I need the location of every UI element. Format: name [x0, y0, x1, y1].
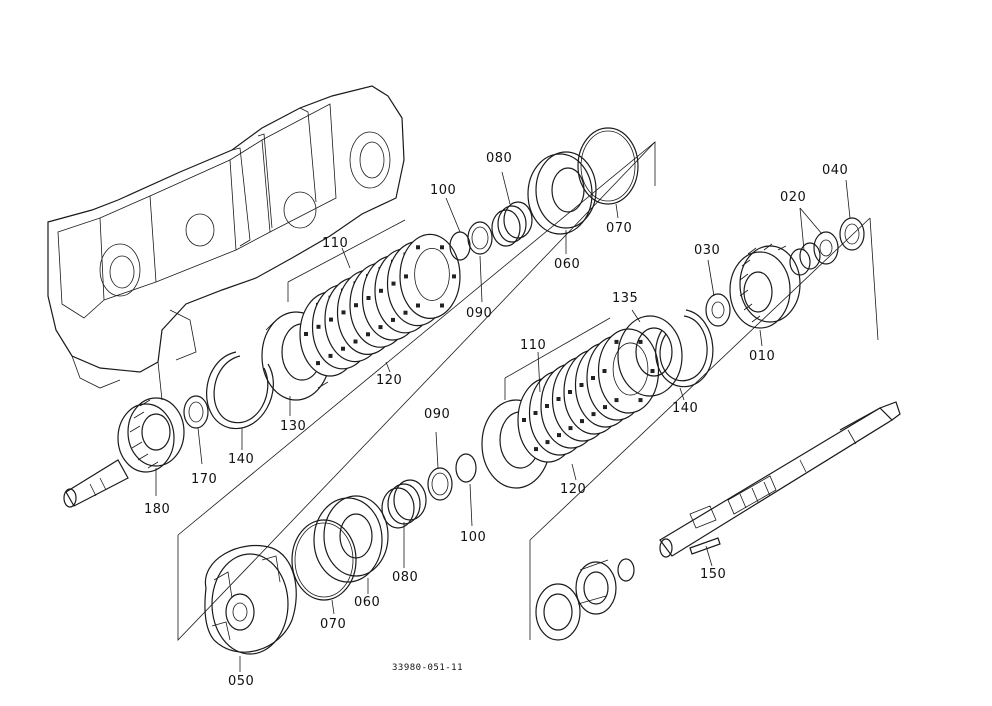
- clutch-disc-tooth: [614, 339, 619, 344]
- callout-110-lower: 110: [520, 338, 547, 353]
- callout-030: 030: [694, 243, 721, 258]
- snap-ring-140-right: [655, 309, 714, 388]
- key-pin-150: [689, 537, 721, 567]
- clutch-disc-tooth: [545, 404, 549, 408]
- callout-010: 010: [749, 349, 776, 364]
- callout-070-lower: 070: [320, 617, 347, 632]
- clutch-disc: [399, 233, 461, 319]
- clutch-disc-tooth: [591, 376, 595, 380]
- clutch-disc-tooth: [316, 324, 321, 329]
- callout-090-lower: 090: [424, 407, 451, 422]
- callout-120-upper: 120: [376, 373, 403, 388]
- lower-piston-chain: [204, 453, 477, 655]
- callout-180: 180: [144, 502, 171, 517]
- group-frame-lower: [504, 217, 879, 640]
- callout-020: 020: [780, 190, 807, 205]
- clutch-disc-tooth: [580, 419, 584, 424]
- drawing-code: 33980-051-11: [392, 663, 464, 673]
- clutch-disc-tooth: [534, 447, 538, 452]
- clutch-disc-tooth: [403, 310, 408, 315]
- callout-080-lower: 080: [392, 570, 419, 585]
- clutch-disc: [597, 328, 660, 414]
- callout-140-right: 140: [672, 401, 699, 416]
- callout-170: 170: [191, 472, 218, 487]
- clutch-disc-bore: [414, 247, 450, 301]
- clutch-disc-tooth: [440, 303, 444, 308]
- leader-lines: [155, 171, 851, 672]
- clutch-disc-tooth: [614, 398, 619, 403]
- transmission-housing: [47, 85, 405, 401]
- clutch-disc-tooth: [416, 303, 420, 308]
- washer-030: [705, 293, 731, 327]
- output-shaft-180: [63, 395, 209, 508]
- clutch-disc-tooth: [304, 332, 308, 336]
- clutch-disc-tooth: [416, 245, 420, 250]
- clutch-disc-tooth: [366, 296, 371, 300]
- clutch-disc-tooth: [533, 411, 538, 415]
- callout-090-upper: 090: [466, 306, 493, 321]
- callout-050: 050: [228, 674, 255, 689]
- clutch-disc-tooth: [440, 245, 444, 250]
- callout-100-upper: 100: [430, 183, 457, 198]
- clutch-disc-tooth: [568, 426, 573, 431]
- callout-120-lower: 120: [560, 482, 587, 497]
- washer-040: [839, 217, 865, 251]
- clutch-disc-tooth: [341, 310, 346, 315]
- clutch-disc-tooth: [579, 383, 584, 387]
- clutch-disc-tooth: [329, 317, 333, 322]
- clutch-disc-tooth: [556, 397, 561, 401]
- upper-piston-chain: [449, 127, 639, 261]
- shaft-bearings: [535, 558, 635, 641]
- clutch-disc-tooth: [568, 390, 572, 394]
- clutch-disc-tooth: [638, 339, 643, 344]
- clutch-disc-tooth: [591, 412, 596, 417]
- clutch-disc-tooth: [378, 325, 383, 330]
- clutch-pack-lower: [481, 328, 660, 489]
- bearings-020: [789, 231, 839, 276]
- clutch-disc-tooth: [545, 440, 550, 445]
- callout-060-upper: 060: [554, 257, 581, 272]
- clutch-disc-tooth: [404, 274, 408, 279]
- clutch-disc-tooth: [603, 405, 607, 410]
- clutch-disc-tooth: [557, 433, 561, 438]
- callout-060-lower: 060: [354, 595, 381, 610]
- main-shaft: [659, 401, 901, 558]
- clutch-disc-tooth: [354, 303, 358, 308]
- callout-040: 040: [822, 163, 849, 178]
- clutch-disc-tooth: [602, 369, 607, 373]
- clutch-disc-tooth: [353, 339, 358, 344]
- gear-010: [729, 243, 801, 329]
- clutch-disc-tooth: [650, 369, 655, 373]
- clutch-disc-tooth: [638, 398, 643, 403]
- snap-ring-140-left: [206, 351, 274, 430]
- clutch-disc-tooth: [316, 361, 320, 366]
- clutch-pack-upper: [299, 233, 461, 377]
- clutch-disc-tooth: [452, 274, 456, 279]
- clutch-disc-tooth: [366, 332, 370, 337]
- callout-080-upper: 080: [486, 151, 513, 166]
- callout-135: 135: [612, 291, 639, 306]
- callout-130: 130: [280, 419, 307, 434]
- clutch-disc-tooth: [341, 346, 345, 351]
- group-frame-upper: [177, 141, 656, 641]
- callout-110-upper: 110: [322, 236, 349, 251]
- clutch-disc-tooth: [522, 418, 526, 422]
- callout-070-upper: 070: [606, 221, 633, 236]
- clutch-disc-tooth: [391, 281, 396, 286]
- clutch-disc-tooth: [379, 288, 383, 293]
- clutch-disc-bore: [612, 342, 649, 396]
- callout-140-left: 140: [228, 452, 255, 467]
- callout-100-lower: 100: [460, 530, 487, 545]
- plate-135: [617, 315, 683, 397]
- clutch-disc-tooth: [391, 317, 395, 322]
- clutch-disc-tooth: [328, 353, 333, 358]
- callout-150: 150: [700, 567, 727, 582]
